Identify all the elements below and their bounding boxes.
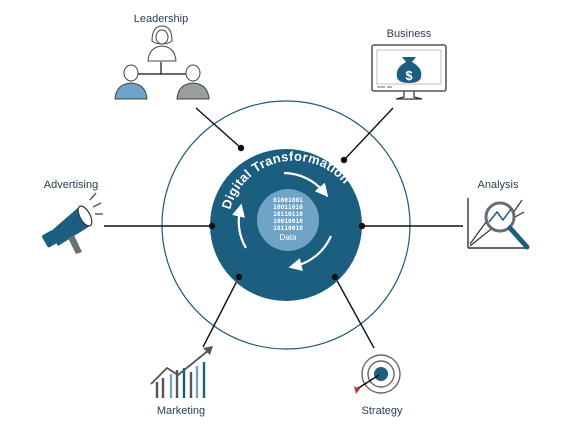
marketing-bars-icon [150, 346, 213, 398]
label-business: Business [387, 28, 432, 40]
label-marketing: Marketing [157, 405, 205, 417]
connector-strategy [334, 276, 375, 349]
label-strategy: Strategy [362, 405, 403, 417]
svg-text:10110010: 10110010 [273, 225, 303, 232]
outer-ring [161, 100, 411, 350]
binary-text: 01001001 10011010 10110110 10010010 1011… [273, 197, 303, 232]
junction-dots [208, 144, 366, 281]
connector-lines [104, 107, 463, 349]
connector-leadership [195, 107, 242, 149]
data-core [257, 189, 319, 251]
connector-business [343, 107, 394, 161]
leadership-icon [114, 25, 210, 100]
svg-text:$: $ [405, 68, 413, 83]
svg-text:10011010: 10011010 [273, 204, 303, 211]
svg-text:10010010: 10010010 [273, 218, 303, 225]
connector-marketing [202, 276, 240, 348]
label-leadership: Leadership [134, 13, 188, 25]
svg-text:01001001: 01001001 [273, 197, 303, 204]
analysis-chart-icon [467, 198, 530, 250]
data-core-label: Data [280, 233, 297, 242]
label-analysis: Analysis [478, 179, 519, 191]
target-icon [354, 354, 401, 394]
cycle-arrows [232, 171, 333, 271]
megaphone-icon [42, 192, 103, 254]
business-monitor-icon: $ [371, 44, 447, 100]
label-advertising: Advertising [44, 179, 98, 191]
svg-text:10110110: 10110110 [273, 211, 303, 218]
